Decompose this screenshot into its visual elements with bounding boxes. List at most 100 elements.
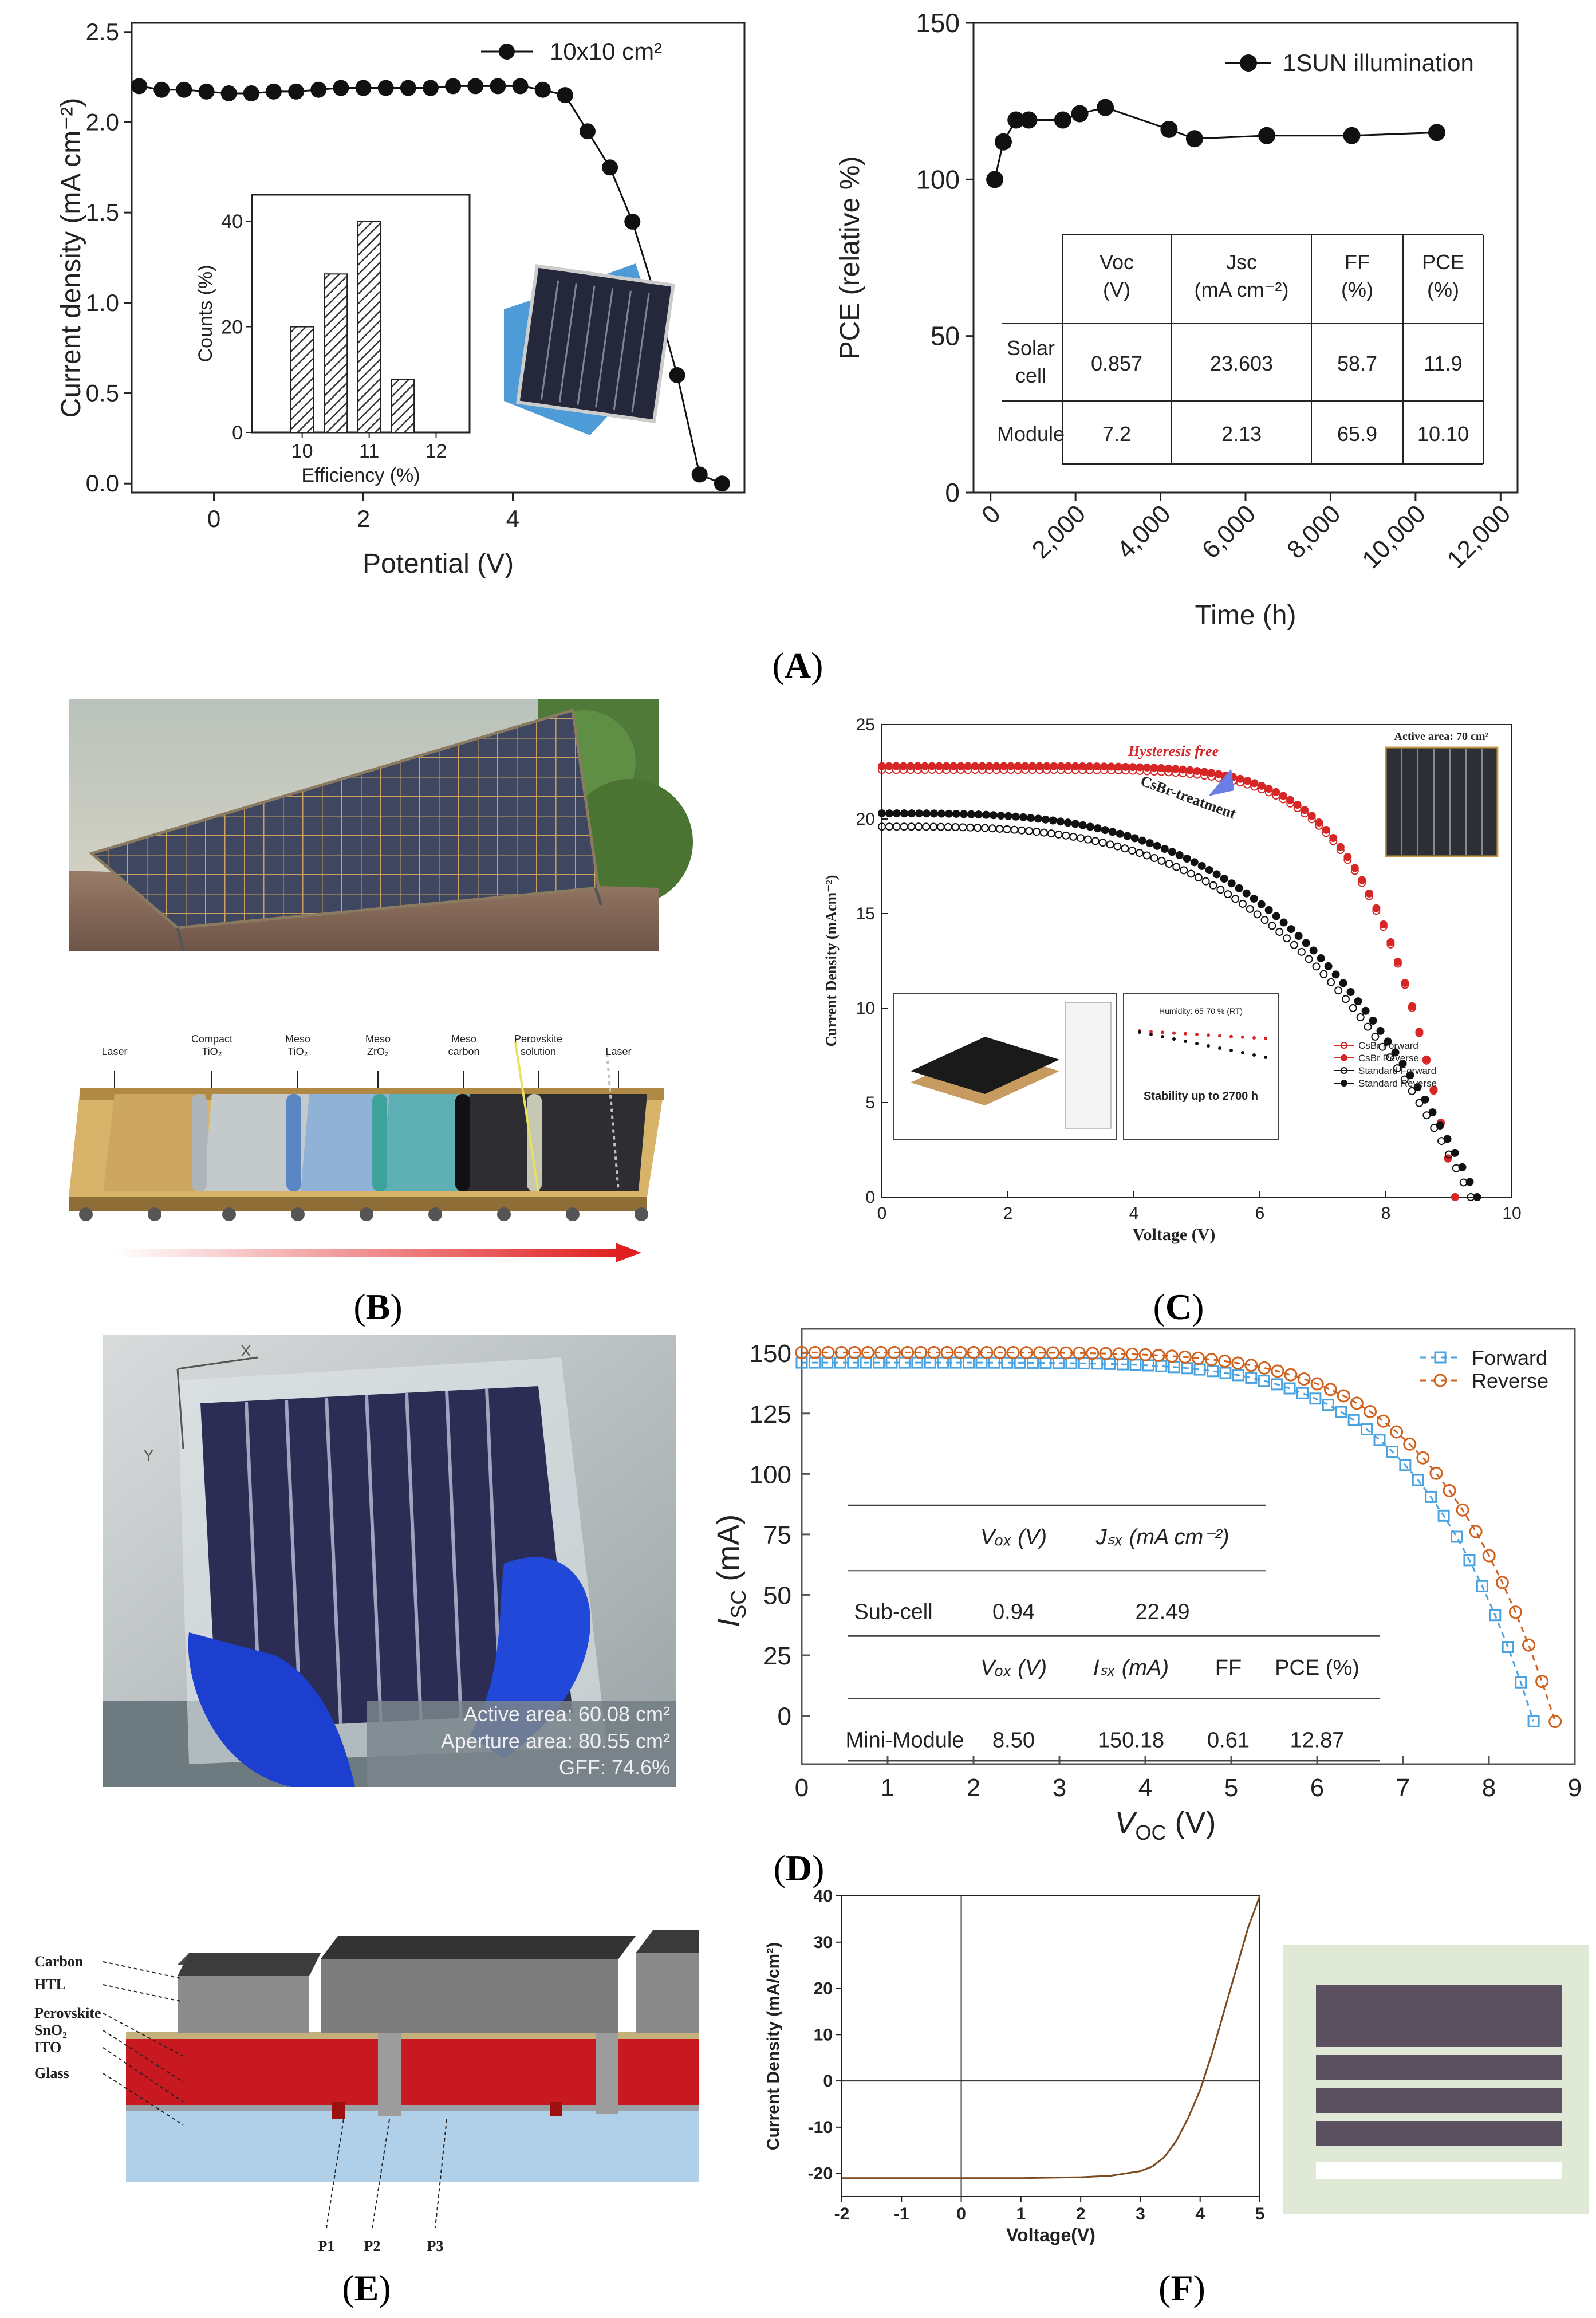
data-point bbox=[1205, 1353, 1219, 1367]
data-point bbox=[1489, 1609, 1502, 1622]
y-tick-label: 100 bbox=[916, 164, 960, 194]
data-point bbox=[1033, 1346, 1046, 1360]
table-row-label: Module bbox=[997, 422, 1065, 446]
layer-stack bbox=[911, 1037, 1059, 1094]
data-point bbox=[1343, 127, 1361, 144]
data-point bbox=[355, 80, 372, 96]
legend-label: 1SUN illumination bbox=[1283, 49, 1474, 76]
data-point bbox=[490, 78, 506, 95]
panel-f-photo bbox=[1283, 1945, 1589, 2214]
data-point bbox=[988, 1356, 1000, 1369]
solar-array-photo bbox=[69, 699, 693, 951]
data-point bbox=[534, 81, 551, 98]
x-tick-label: 2 bbox=[1076, 2205, 1086, 2223]
stability-point bbox=[1172, 1037, 1176, 1041]
x-tick-label: 9 bbox=[1568, 1774, 1582, 1802]
data-point bbox=[1086, 1347, 1100, 1360]
data-point bbox=[1175, 851, 1184, 859]
data-point bbox=[1436, 1121, 1444, 1130]
data-point bbox=[1235, 884, 1243, 892]
data-point bbox=[1408, 1087, 1416, 1095]
table-cell: 65.9 bbox=[1337, 422, 1377, 446]
data-point bbox=[1242, 889, 1251, 898]
data-point bbox=[557, 87, 573, 104]
data-point bbox=[1197, 861, 1206, 870]
y-tick-label: 25 bbox=[763, 1642, 791, 1670]
inset-x-tick-label: 12 bbox=[425, 440, 447, 462]
y-tick-label: 150 bbox=[916, 8, 960, 38]
module-photo-f bbox=[1283, 1945, 1589, 2214]
process-steps bbox=[1065, 1002, 1112, 1129]
table-header: Voc bbox=[1100, 250, 1134, 274]
data-point bbox=[1386, 1053, 1394, 1062]
data-point bbox=[1428, 1108, 1437, 1117]
data-point bbox=[220, 85, 237, 101]
data-point bbox=[1050, 762, 1058, 770]
stability-point bbox=[1264, 1037, 1267, 1041]
data-point bbox=[1215, 770, 1223, 778]
data-point bbox=[1227, 879, 1236, 888]
data-point bbox=[1125, 1347, 1139, 1361]
data-point bbox=[1294, 932, 1303, 940]
data-point bbox=[978, 762, 987, 770]
svg-text:Y: Y bbox=[143, 1446, 154, 1464]
data-point bbox=[971, 762, 979, 770]
data-point bbox=[1415, 1028, 1424, 1036]
data-point bbox=[1301, 806, 1309, 814]
data-point bbox=[1064, 762, 1073, 770]
x-tick-label: 6,000 bbox=[1197, 499, 1262, 564]
data-point bbox=[1339, 979, 1347, 987]
data-point bbox=[986, 171, 1004, 188]
data-point bbox=[1150, 854, 1158, 863]
data-point bbox=[1293, 801, 1302, 809]
x-tick-label: -2 bbox=[834, 2205, 850, 2223]
data-point bbox=[1258, 1361, 1271, 1375]
x-tick-label: 6 bbox=[1310, 1774, 1324, 1802]
data-point bbox=[899, 762, 908, 770]
table-row-label: Solar bbox=[1007, 336, 1055, 360]
data-point bbox=[808, 1345, 822, 1359]
y-tick-label: 0 bbox=[778, 1703, 791, 1731]
active-area-label: Active area: 70 cm² bbox=[1394, 730, 1489, 743]
data-point bbox=[1302, 939, 1310, 947]
data-point bbox=[1272, 912, 1280, 920]
data-point bbox=[1014, 1356, 1026, 1369]
x-tick-label: 4 bbox=[506, 505, 519, 532]
data-point bbox=[993, 1345, 1007, 1359]
data-point bbox=[1312, 962, 1321, 971]
table-header-unit: (mA cm⁻²) bbox=[1195, 278, 1289, 301]
data-point bbox=[1443, 1135, 1452, 1143]
stability-point bbox=[1218, 1034, 1221, 1038]
data-point bbox=[176, 81, 192, 98]
x-tick-label: 2 bbox=[967, 1774, 980, 1802]
data-point bbox=[974, 824, 982, 832]
data-point bbox=[1183, 854, 1191, 863]
layer-pointer bbox=[103, 2073, 184, 2126]
data-point bbox=[377, 80, 394, 96]
data-point bbox=[1062, 831, 1070, 840]
data-point bbox=[1361, 1006, 1370, 1015]
data-point bbox=[445, 78, 462, 95]
data-point bbox=[1522, 1638, 1536, 1652]
data-point bbox=[1097, 99, 1114, 116]
y-tick-label: 30 bbox=[814, 1933, 833, 1952]
y-tick-label: -20 bbox=[808, 2164, 833, 2183]
data-point bbox=[1019, 813, 1027, 821]
x-tick-label: 4 bbox=[1129, 1204, 1139, 1223]
data-point bbox=[579, 123, 596, 140]
legend-label: CsBr Reverse bbox=[1358, 1053, 1419, 1064]
data-point bbox=[1172, 765, 1180, 773]
data-point bbox=[1069, 832, 1078, 841]
data-point bbox=[1212, 870, 1221, 879]
data-point bbox=[1258, 781, 1266, 790]
data-point bbox=[1535, 1675, 1549, 1689]
data-point bbox=[1527, 1715, 1540, 1727]
data-point bbox=[1142, 851, 1151, 860]
data-point bbox=[1271, 1364, 1284, 1378]
x-tick-label: 4 bbox=[1138, 1774, 1152, 1802]
y-tick-label: 1.0 bbox=[86, 289, 119, 316]
x-tick-label: 5 bbox=[1255, 2205, 1265, 2223]
x-tick-label: 8,000 bbox=[1282, 499, 1346, 564]
data-point bbox=[1341, 995, 1350, 1003]
